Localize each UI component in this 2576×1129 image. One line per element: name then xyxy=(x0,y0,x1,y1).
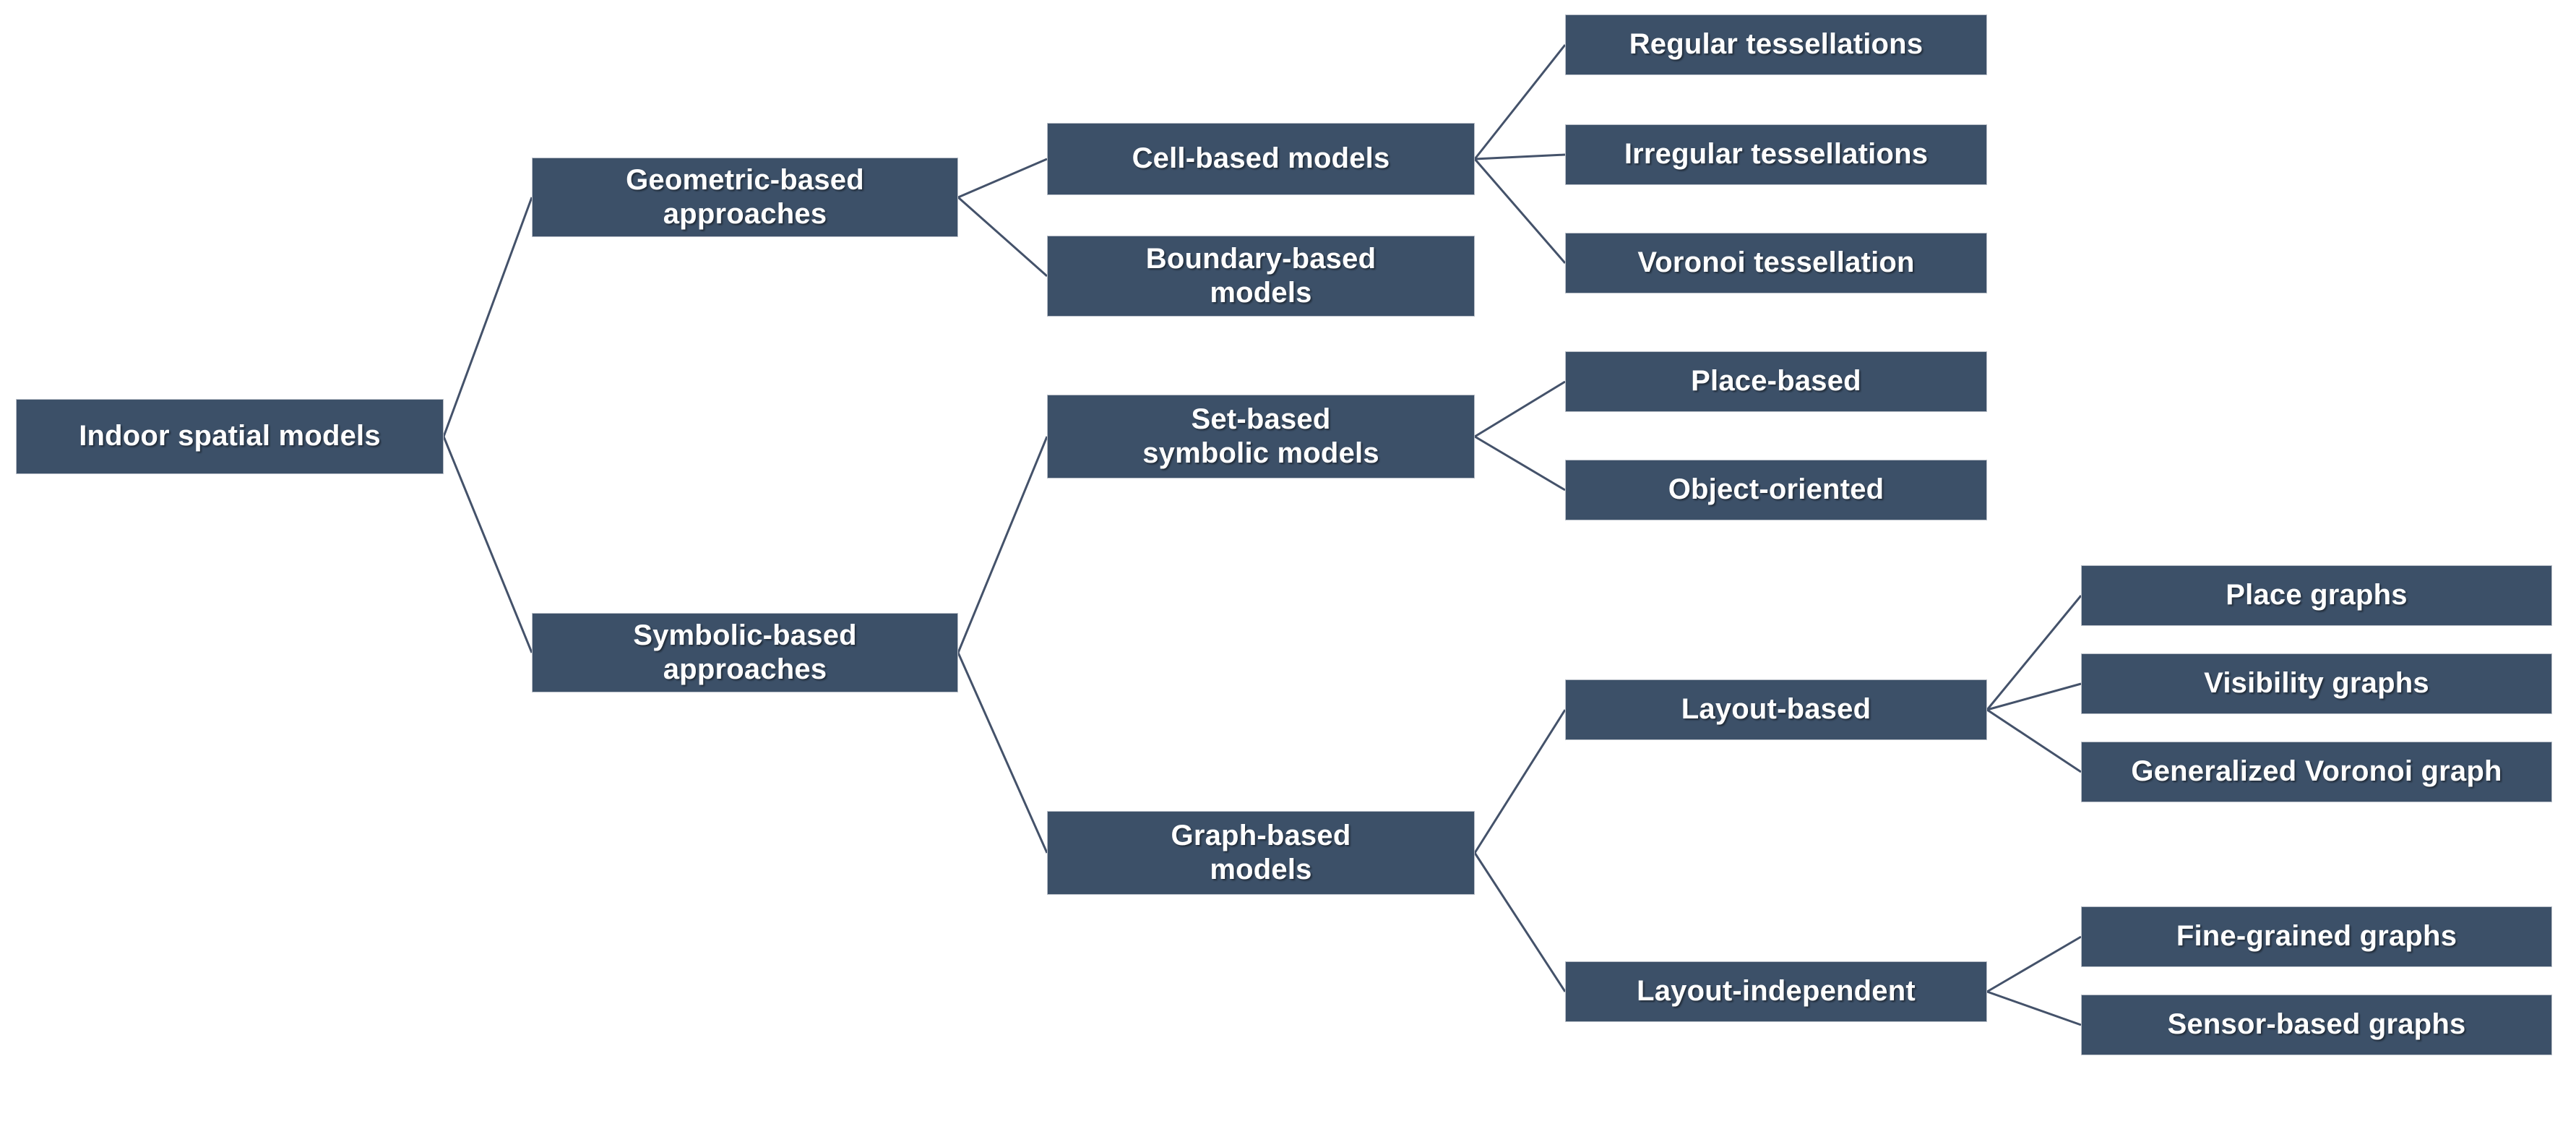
edge-symbolic-to-set-based xyxy=(957,436,1048,653)
edge-symbolic-to-graph-based xyxy=(957,652,1048,854)
edge-layout-based-to-visibility xyxy=(1986,682,2082,711)
node-gvg[interactable]: Generalized Voronoi graph xyxy=(2081,742,2552,802)
node-label: Object-oriented xyxy=(1668,473,1884,506)
edge-layout-indep-to-sensor-based xyxy=(1986,990,2082,1026)
node-label: Regular tessellations xyxy=(1629,28,1924,61)
node-sensor-based[interactable]: Sensor-based graphs xyxy=(2081,995,2552,1055)
edge-cell-based-to-regular-tess xyxy=(1473,44,1567,160)
node-label: Cell-based models xyxy=(1132,142,1390,175)
node-graph-based[interactable]: Graph-based models xyxy=(1047,811,1475,895)
node-label: Place graphs xyxy=(2226,579,2408,611)
edge-cell-based-to-irregular-tess xyxy=(1474,153,1566,160)
edge-set-based-to-place-based xyxy=(1474,380,1566,438)
node-set-based[interactable]: Set-based symbolic models xyxy=(1047,395,1475,478)
node-label: Generalized Voronoi graph xyxy=(2131,755,2502,788)
node-label: Voronoi tessellation xyxy=(1637,246,1915,279)
node-irregular-tess[interactable]: Irregular tessellations xyxy=(1565,124,1987,185)
edge-root-to-geometric xyxy=(442,197,533,437)
node-label: Layout-independent xyxy=(1637,975,1916,1008)
edge-graph-based-to-layout-based xyxy=(1473,709,1567,854)
node-fine-grained[interactable]: Fine-grained graphs xyxy=(2081,906,2552,967)
node-label: Fine-grained graphs xyxy=(2176,920,2457,953)
node-label: Place-based xyxy=(1691,365,1861,398)
node-label: Boundary-based models xyxy=(1145,242,1377,309)
node-label: Geometric-based approaches xyxy=(626,163,864,230)
node-regular-tess[interactable]: Regular tessellations xyxy=(1565,14,1987,75)
node-place-based[interactable]: Place-based xyxy=(1565,351,1987,412)
node-layout-based[interactable]: Layout-based xyxy=(1565,679,1987,740)
edge-root-to-symbolic xyxy=(442,436,533,653)
node-label: Layout-based xyxy=(1681,693,1871,726)
node-visibility[interactable]: Visibility graphs xyxy=(2081,653,2552,714)
node-label: Symbolic-based approaches xyxy=(633,619,857,685)
edge-layout-based-to-gvg xyxy=(1986,708,2082,773)
node-label: Irregular tessellations xyxy=(1624,138,1929,171)
edge-layout-based-to-place-graphs xyxy=(1986,595,2082,711)
node-layout-indep[interactable]: Layout-independent xyxy=(1565,961,1987,1022)
edge-layout-indep-to-fine-grained xyxy=(1986,935,2082,993)
node-boundary-based[interactable]: Boundary-based models xyxy=(1047,236,1475,317)
node-label: Visibility graphs xyxy=(2204,667,2429,700)
node-label: Set-based symbolic models xyxy=(1142,403,1379,469)
node-label: Graph-based models xyxy=(1171,819,1351,885)
edge-geometric-to-boundary-based xyxy=(957,196,1048,278)
node-label: Sensor-based graphs xyxy=(2167,1008,2466,1041)
edge-set-based-to-object-oriented xyxy=(1474,435,1566,491)
node-cell-based[interactable]: Cell-based models xyxy=(1047,123,1475,195)
edge-cell-based-to-voronoi-tess xyxy=(1473,158,1567,264)
edge-geometric-to-cell-based xyxy=(957,158,1048,199)
node-place-graphs[interactable]: Place graphs xyxy=(2081,565,2552,626)
node-label: Indoor spatial models xyxy=(79,420,381,452)
edge-graph-based-to-layout-indep xyxy=(1473,852,1567,992)
node-symbolic[interactable]: Symbolic-based approaches xyxy=(532,613,958,692)
node-voronoi-tess[interactable]: Voronoi tessellation xyxy=(1565,233,1987,293)
node-object-oriented[interactable]: Object-oriented xyxy=(1565,460,1987,520)
node-geometric[interactable]: Geometric-based approaches xyxy=(532,158,958,237)
node-root[interactable]: Indoor spatial models xyxy=(16,399,444,474)
